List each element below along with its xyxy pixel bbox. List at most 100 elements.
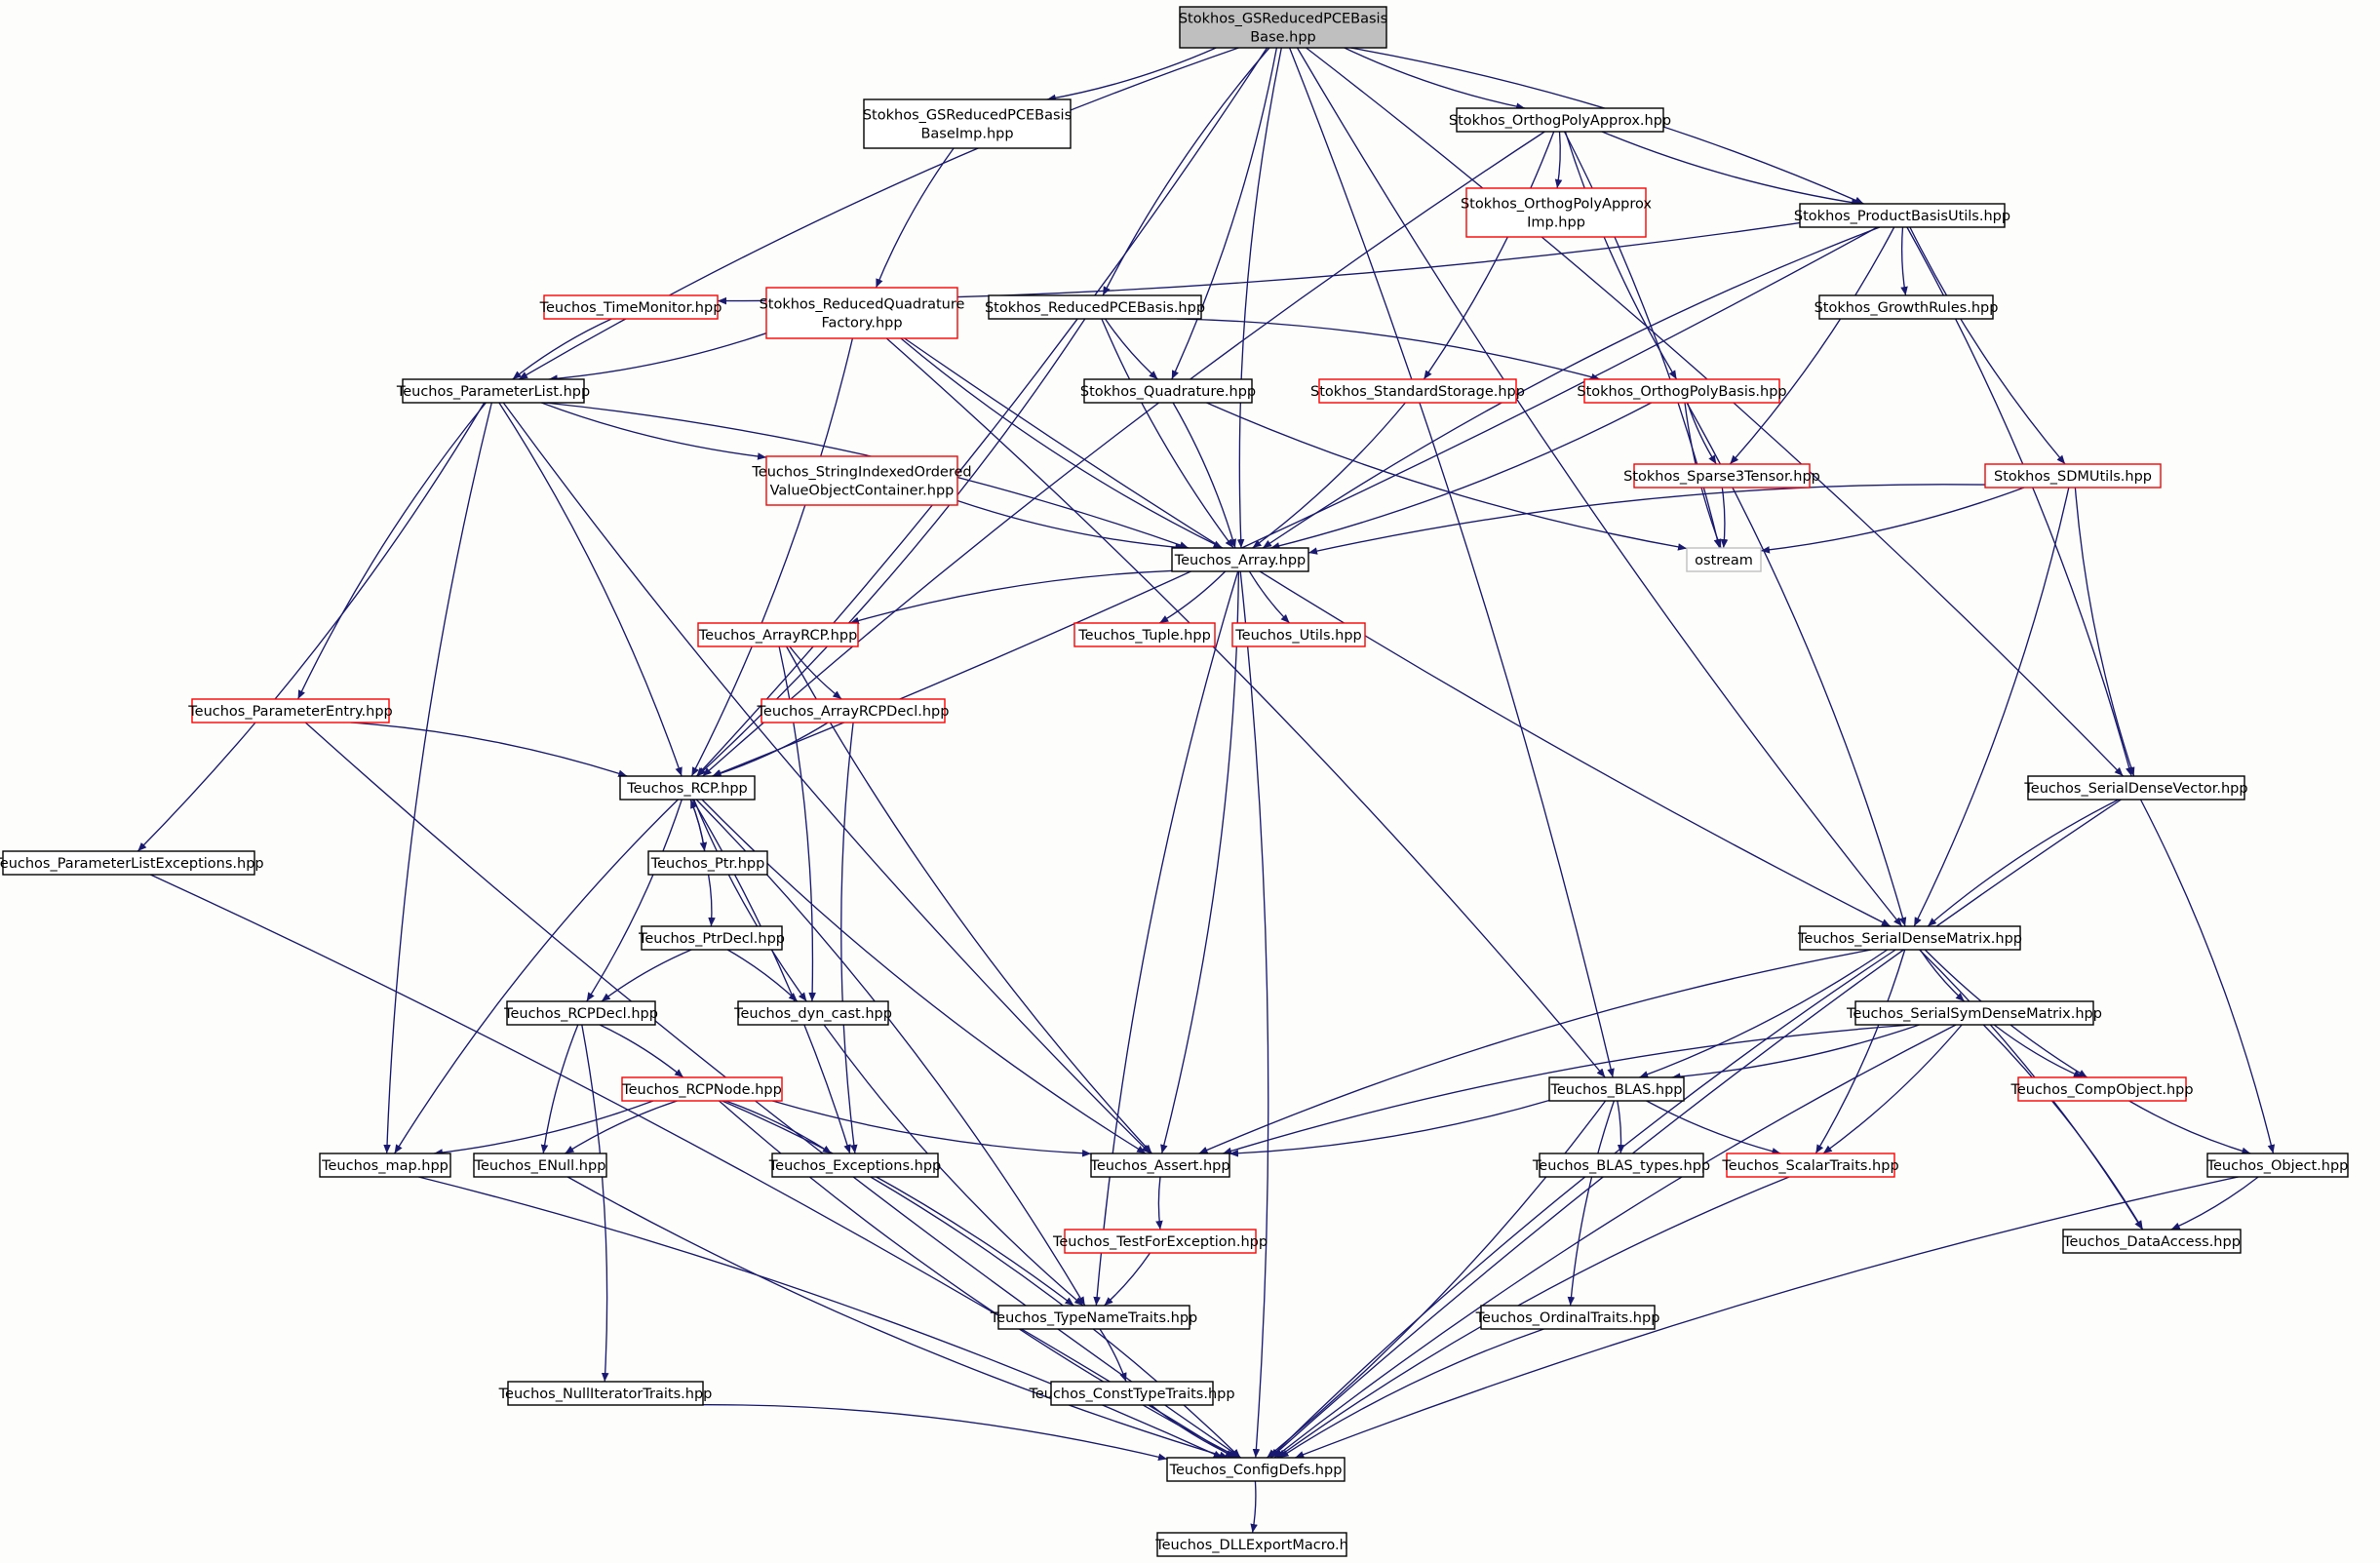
node-opa[interactable]: Stokhos_OrthogPolyApprox.hpp (1449, 107, 1671, 133)
node-array[interactable]: Teuchos_Array.hpp (1171, 547, 1309, 572)
node-ssdm[interactable]: Teuchos_SerialSymDenseMatrix.hpp (1846, 1000, 2102, 1026)
edge-timemon-to-plist (512, 318, 612, 380)
node-growth[interactable]: Stokhos_GrowthRules.hpp (1814, 294, 1999, 320)
node-dll[interactable]: Teuchos_DLLExportMacro.h (1154, 1532, 1348, 1557)
node-sivoc-label-line-0: Teuchos_StringIndexedOrdered (751, 465, 971, 481)
node-ctt[interactable]: Teuchos_ConstTypeTraits.hpp (1028, 1381, 1235, 1406)
node-ordinal[interactable]: Teuchos_OrdinalTraits.hpp (1475, 1305, 1660, 1330)
node-plexc-label-line-0: Teuchos_ParameterListExceptions.hpp (0, 856, 264, 872)
node-blastypes[interactable]: Teuchos_BLAS_types.hpp (1532, 1153, 1710, 1178)
node-sdv[interactable]: Teuchos_SerialDenseVector.hpp (2023, 775, 2248, 801)
node-scalar[interactable]: Teuchos_ScalarTraits.hpp (1721, 1153, 1899, 1178)
edge-ssdm-to-compobj (1993, 1024, 2084, 1078)
node-opb-label-line-0: Stokhos_OrthogPolyBasis.hpp (1577, 384, 1786, 400)
node-object-box (2206, 1153, 2349, 1178)
node-object[interactable]: Teuchos_Object.hpp (2206, 1153, 2349, 1178)
edge-rpce-to-array (1101, 318, 1234, 549)
edge-root-to-opa (1344, 47, 1526, 110)
node-pentry[interactable]: Teuchos_ParameterEntry.hpp (187, 698, 393, 723)
node-nullit[interactable]: Teuchos_NullIteratorTraits.hpp (498, 1381, 713, 1406)
node-pbu[interactable]: Stokhos_ProductBasisUtils.hpp (1794, 203, 2010, 228)
edge-array-to-arcp (849, 569, 1173, 625)
edge-sdmat-to-ssdm (1919, 949, 1966, 1002)
node-ptr[interactable]: Teuchos_Ptr.hpp (647, 850, 768, 876)
node-dyncast[interactable]: Teuchos_dyn_cast.hpp (733, 1000, 892, 1026)
node-config-label-line-0: Teuchos_ConfigDefs.hpp (1169, 1463, 1343, 1478)
node-rpce-box (988, 294, 1202, 320)
node-s3t[interactable]: Stokhos_Sparse3Tensor.hpp (1623, 463, 1820, 488)
node-config[interactable]: Teuchos_ConfigDefs.hpp (1166, 1457, 1346, 1482)
node-assert[interactable]: Teuchos_Assert.hpp (1089, 1153, 1230, 1178)
node-sdmat-box (1799, 925, 2021, 951)
node-blastypes-box (1539, 1153, 1704, 1178)
node-tfe[interactable]: Teuchos_TestForException.hpp (1052, 1229, 1268, 1254)
edge-rqf-to-array (900, 337, 1223, 549)
node-compobj[interactable]: Teuchos_CompObject.hpp (2009, 1076, 2194, 1102)
node-exc[interactable]: Teuchos_Exceptions.hpp (768, 1153, 941, 1178)
edge-root-to-blas (1288, 47, 1615, 1078)
edge-plist-to-plexc (137, 402, 486, 852)
edge-enull-to-config (566, 1176, 1229, 1460)
edge-rpce-to-rcp (696, 318, 1086, 777)
node-rcpdecl[interactable]: Teuchos_RCPDecl.hpp (503, 1000, 658, 1026)
node-plist[interactable]: Teuchos_ParameterList.hpp (396, 378, 590, 404)
node-root-label-line-0: Stokhos_GSReducedPCEBasis (1179, 12, 1387, 27)
edge-array-to-config (1239, 570, 1269, 1459)
edge-sdmat-to-assert (1198, 949, 1872, 1154)
node-tnt[interactable]: Teuchos_TypeNameTraits.hpp (990, 1305, 1197, 1330)
edge-scalar-to-config (1276, 1176, 1790, 1459)
edge-rcp-to-map (394, 799, 679, 1154)
header-file-nodes: Stokhos_GSReducedPCEBasisBase.hppStokhos… (0, 6, 2349, 1557)
node-blas[interactable]: Teuchos_BLAS.hpp (1548, 1076, 1685, 1102)
edge-ssdm-to-assert (1223, 1024, 1912, 1154)
edge-gsimp-to-rqf (875, 147, 955, 289)
node-pbu-box (1799, 203, 2006, 228)
node-rcpnode[interactable]: Teuchos_RCPNode.hpp (621, 1076, 783, 1102)
node-arcp[interactable]: Teuchos_ArrayRCP.hpp (697, 622, 859, 647)
node-dataacc[interactable]: Teuchos_DataAccess.hpp (2062, 1229, 2242, 1254)
node-ctt-box (1050, 1381, 1214, 1406)
node-blastypes-label-line-0: Teuchos_BLAS_types.hpp (1532, 1158, 1710, 1174)
node-plist-box (402, 378, 585, 404)
node-enull-box (473, 1153, 607, 1178)
node-plexc[interactable]: Teuchos_ParameterListExceptions.hpp (0, 850, 264, 876)
edge-ptrdecl-to-dyncast (726, 949, 799, 1002)
node-sivoc[interactable]: Teuchos_StringIndexedOrderedValueObjectC… (751, 455, 972, 506)
node-array-box (1171, 547, 1309, 572)
edge-rcpdecl-to-nullit (581, 1024, 609, 1383)
node-rcp[interactable]: Teuchos_RCP.hpp (619, 775, 756, 801)
edge-assert-to-tfe (1155, 1176, 1163, 1231)
node-ptrdecl[interactable]: Teuchos_PtrDecl.hpp (638, 925, 785, 951)
node-gsimp-box (863, 98, 1072, 149)
node-rcpnode-label-line-0: Teuchos_RCPNode.hpp (621, 1082, 782, 1098)
node-map[interactable]: Teuchos_map.hpp (319, 1153, 451, 1178)
node-timemon[interactable]: Teuchos_TimeMonitor.hpp (539, 294, 722, 320)
node-timemon-box (543, 294, 719, 320)
edge-root-to-gsimp (1046, 47, 1217, 102)
edge-ptr-to-ptrdecl (707, 874, 716, 927)
edge-quad-to-array (1172, 402, 1236, 549)
edge-plist-to-pentry (296, 402, 487, 700)
node-ostream[interactable]: ostream (1686, 547, 1762, 572)
edge-root-to-array (1236, 47, 1282, 549)
edge-ordinal-to-config (1279, 1328, 1544, 1459)
node-tuple[interactable]: Teuchos_Tuple.hpp (1073, 622, 1216, 647)
node-quad[interactable]: Stokhos_Quadrature.hpp (1080, 378, 1256, 404)
node-stdstor[interactable]: Stokhos_StandardStorage.hpp (1310, 378, 1525, 404)
node-enull[interactable]: Teuchos_ENull.hpp (473, 1153, 607, 1178)
edge-map-to-config (418, 1176, 1223, 1459)
edge-opa-to-stdstor (1423, 131, 1555, 380)
node-utils[interactable]: Teuchos_Utils.hpp (1231, 622, 1366, 647)
node-rpce[interactable]: Stokhos_ReducedPCEBasis.hpp (985, 294, 1205, 320)
node-sdm[interactable]: Stokhos_SDMUtils.hpp (1984, 463, 2162, 488)
edge-sdm-to-sdv (2074, 487, 2135, 777)
edge-rcpdecl-to-rcpnode (599, 1024, 684, 1078)
node-sdmat[interactable]: Teuchos_SerialDenseMatrix.hpp (1797, 925, 2022, 951)
edge-sdmat-to-config (1269, 949, 1896, 1459)
node-rqf-box (765, 287, 958, 339)
node-arcpdecl[interactable]: Teuchos_ArrayRCPDecl.hpp (757, 698, 950, 723)
node-opb[interactable]: Stokhos_OrthogPolyBasis.hpp (1577, 378, 1787, 404)
